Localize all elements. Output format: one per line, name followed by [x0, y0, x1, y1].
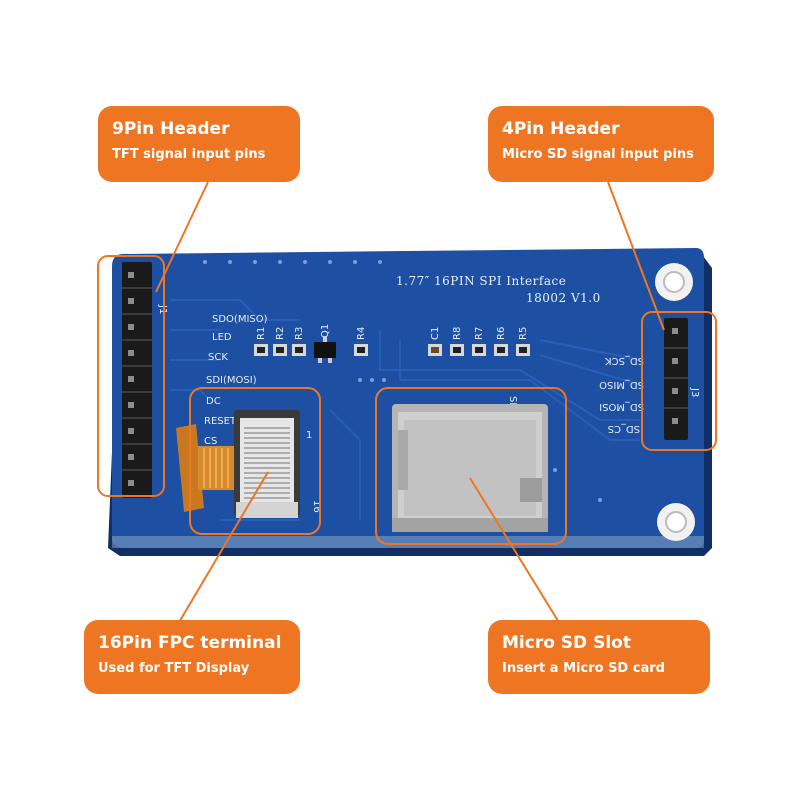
- callout-sd-title: Micro SD Slot: [502, 633, 631, 653]
- highlight-frames: [97, 255, 717, 545]
- silk-sck: SCK: [208, 352, 228, 363]
- silk-r7: R7: [474, 327, 485, 340]
- frame-9pin: [97, 255, 165, 497]
- silk-r3: R3: [294, 327, 305, 340]
- silk-sd-miso: SD_MISO: [599, 379, 644, 390]
- pointer-4pin: [607, 181, 665, 331]
- smd-components-left: [254, 337, 368, 363]
- callout-9pin-title: 9Pin Header: [112, 119, 230, 139]
- silk-r2: R2: [275, 327, 286, 340]
- pointer-9pin: [155, 181, 209, 293]
- frame-sd: [375, 387, 567, 545]
- silk-sdi: SDI(MOSI): [206, 375, 257, 386]
- silk-led: LED: [212, 332, 232, 343]
- callout-4pin-subtitle: Micro SD signal input pins: [502, 147, 694, 162]
- silk-cs: CS: [204, 436, 217, 447]
- callout-4pin-title: 4Pin Header: [502, 119, 620, 139]
- callout-fpc-terminal: 16Pin FPC terminal Used for TFT Display: [84, 620, 300, 694]
- mounting-hole-bottom: [657, 503, 695, 541]
- pointer-lines: [155, 181, 665, 625]
- callout-fpc-title: 16Pin FPC terminal: [98, 633, 282, 653]
- callout-sd-subtitle: Insert a Micro SD card: [502, 661, 665, 676]
- silk-sd-sck: SD_SCK: [605, 355, 644, 366]
- silk-reset: RESET: [204, 416, 237, 427]
- frame-4pin: [641, 311, 717, 451]
- j1-silk-label: J1: [157, 304, 168, 314]
- mounting-hole-top: [655, 263, 693, 301]
- silk-c1: C1: [430, 327, 441, 340]
- fpc-pin16-silk: 16: [311, 500, 322, 513]
- fpc-pin1-silk: 1: [306, 430, 312, 441]
- callout-micro-sd-slot: Micro SD Slot Insert a Micro SD card: [488, 620, 710, 694]
- silk-r8: R8: [452, 327, 463, 340]
- pcb-traces: [170, 299, 641, 521]
- j3-pin-header: [664, 318, 688, 440]
- callout-9pin-header: 9Pin Header TFT signal input pins: [98, 106, 300, 182]
- silk-sd-mosi: SD_MOSI: [599, 401, 644, 412]
- frame-fpc: [189, 387, 321, 535]
- callout-9pin-subtitle: TFT signal input pins: [112, 147, 266, 162]
- sd-silk-label: SD: [507, 396, 518, 410]
- callout-fpc-subtitle: Used for TFT Display: [98, 661, 250, 676]
- smd-components-right: [428, 344, 530, 356]
- board-title-silk: 1.77″ 16PIN SPI Interface: [396, 274, 566, 288]
- pcb-edge-highlight: [112, 536, 704, 548]
- silk-r1: R1: [256, 327, 267, 340]
- silk-sd-cs: SD_CS: [608, 423, 640, 434]
- micro-sd-slot: [392, 404, 548, 532]
- pointer-sd: [469, 477, 561, 625]
- silk-r6: R6: [496, 327, 507, 340]
- pcb-vias: [203, 260, 602, 502]
- silk-q1: Q1: [320, 324, 331, 338]
- silk-sdo: SDO(MISO): [212, 314, 268, 325]
- board-version-silk: 18002 V1.0: [526, 291, 601, 305]
- fpc-connector: [234, 410, 300, 518]
- silk-r5: R5: [518, 327, 529, 340]
- callout-4pin-header: 4Pin Header Micro SD signal input pins: [488, 106, 714, 182]
- j3-silk-label: J3: [689, 387, 700, 397]
- silk-r4: R4: [356, 327, 367, 340]
- j1-pin-header: [122, 262, 152, 498]
- silk-dc: DC: [206, 396, 221, 407]
- pointer-fpc: [177, 471, 269, 625]
